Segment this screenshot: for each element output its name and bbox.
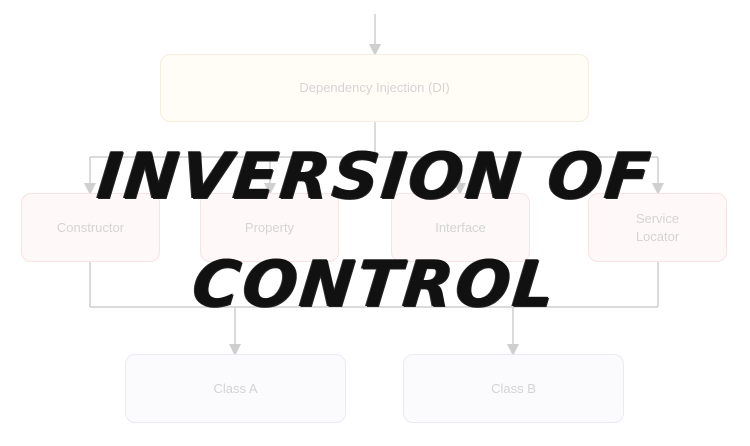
- service-locator-label: Service Locator: [635, 210, 680, 244]
- class-a-label: Class A: [213, 380, 258, 396]
- property-label: Property: [244, 219, 295, 235]
- class-a-box: Class A: [125, 354, 346, 423]
- dependency-injection-box: Dependency Injection (DI): [160, 54, 589, 122]
- class-b-label: Class B: [491, 380, 536, 396]
- title-line-inversion-of: INVERSION OF: [94, 140, 656, 214]
- dependency-injection-label: Dependency Injection (DI): [299, 80, 450, 95]
- property-box: Property: [200, 193, 339, 262]
- title-line-control: CONTROL: [189, 248, 561, 322]
- interface-label: Interface: [435, 219, 486, 235]
- constructor-label: Constructor: [56, 219, 125, 235]
- constructor-box: Constructor: [21, 193, 160, 262]
- interface-box: Interface: [391, 193, 530, 262]
- class-b-box: Class B: [403, 354, 624, 423]
- service-locator-box: Service Locator: [588, 193, 727, 262]
